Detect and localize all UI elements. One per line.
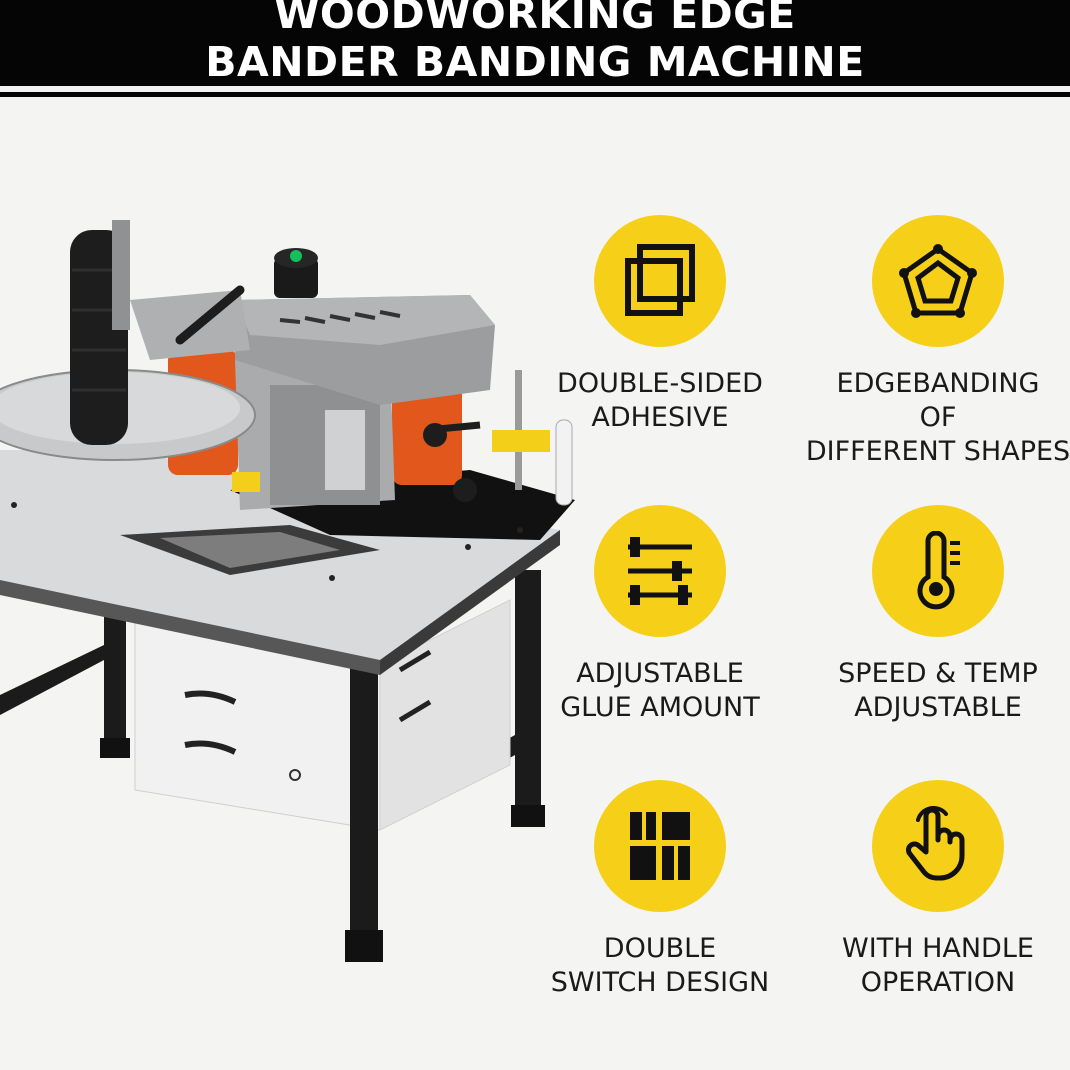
feature-label-line: DOUBLE [603, 933, 717, 964]
feature-with-handle-operation: WITH HANDLE OPERATION [803, 780, 1070, 1000]
header-bar: WOODWORKING EDGE BANDER BANDING MACHINE [0, 0, 1070, 86]
hand-pointer-icon [906, 806, 965, 881]
sliders-icon [628, 537, 692, 605]
feature-label-line: OPERATION [860, 967, 1016, 998]
feature-icon-circle [594, 215, 726, 347]
feature-label-line: ADJUSTABLE [854, 692, 1022, 723]
feature-label-line: OF [919, 402, 957, 433]
feature-icon-circle [872, 780, 1004, 912]
feature-label: DOUBLE SWITCH DESIGN [525, 932, 795, 1000]
feature-label-line: GLUE AMOUNT [560, 692, 760, 723]
title-line-1: WOODWORKING EDGE [274, 0, 796, 38]
feature-label: SPEED & TEMP ADJUSTABLE [803, 657, 1070, 725]
feature-label: WITH HANDLE OPERATION [803, 932, 1070, 1000]
double-square-icon [625, 244, 695, 316]
thermometer-icon [917, 531, 960, 610]
feature-edgebanding-different-shapes: EDGEBANDING OF DIFFERENT SHAPES [803, 215, 1070, 469]
feature-label-line: EDGEBANDING [836, 368, 1040, 399]
feature-label-line: ADJUSTABLE [576, 658, 744, 689]
feature-label-line: WITH HANDLE [842, 933, 1034, 964]
feature-icon-circle [872, 505, 1004, 637]
switch-blocks-icon [630, 812, 690, 880]
feature-speed-temp-adjustable: SPEED & TEMP ADJUSTABLE [803, 505, 1070, 725]
feature-double-switch-design: DOUBLE SWITCH DESIGN [525, 780, 795, 1000]
feature-label: DOUBLE-SIDED ADHESIVE [525, 367, 795, 435]
feature-icon-circle [872, 215, 1004, 347]
feature-adjustable-glue-amount: ADJUSTABLE GLUE AMOUNT [525, 505, 795, 725]
edge-bander-machine-illustration [0, 220, 575, 962]
feature-icon-circle [594, 780, 726, 912]
feature-label-line: DOUBLE-SIDED [557, 368, 763, 399]
feature-label-line: ADHESIVE [591, 402, 729, 433]
feature-label-line: DIFFERENT SHAPES [805, 436, 1070, 467]
pentagon-shape-icon [899, 244, 977, 318]
title-line-2: BANDER BANDING MACHINE [205, 38, 865, 86]
feature-icon-circle [594, 505, 726, 637]
feature-label-line: SWITCH DESIGN [550, 967, 770, 998]
feature-double-sided-adhesive: DOUBLE-SIDED ADHESIVE [525, 215, 795, 435]
feature-label: ADJUSTABLE GLUE AMOUNT [525, 657, 795, 725]
feature-label: EDGEBANDING OF DIFFERENT SHAPES [803, 367, 1070, 469]
feature-label-line: SPEED & TEMP [838, 658, 1038, 689]
header-rule [0, 92, 1070, 97]
